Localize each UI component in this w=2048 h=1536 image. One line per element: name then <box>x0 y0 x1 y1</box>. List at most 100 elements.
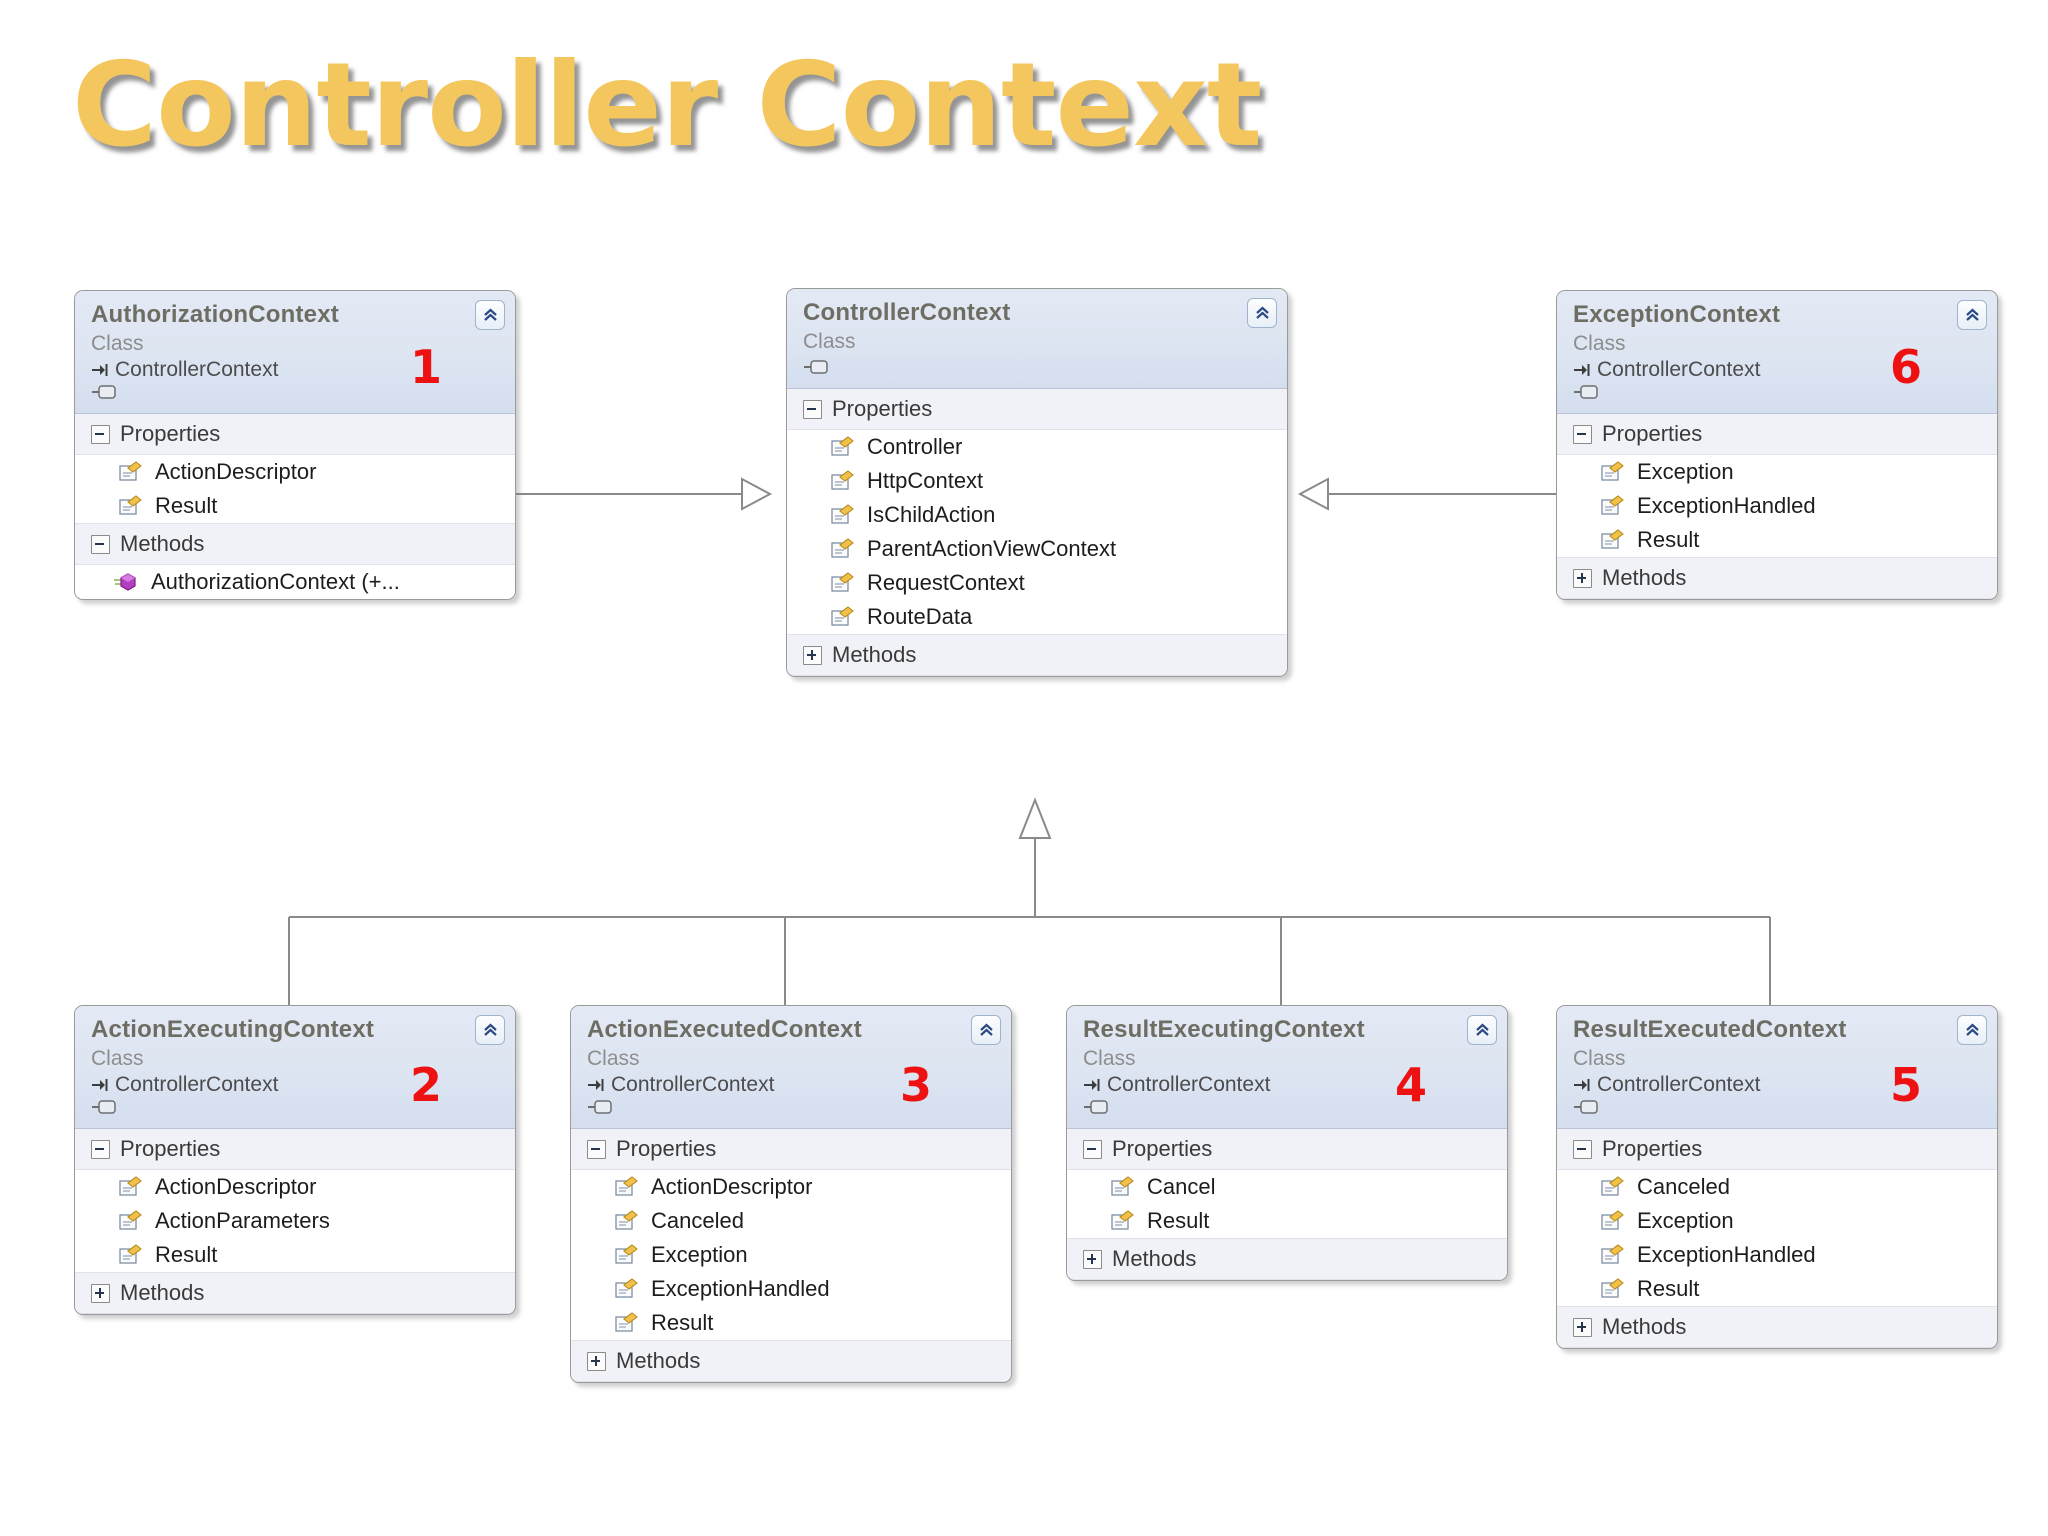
section-properties[interactable]: Properties <box>1557 1129 1997 1171</box>
property-row[interactable]: RequestContext <box>787 566 1287 601</box>
chevron-double-up-icon <box>483 308 497 321</box>
property-row[interactable]: HttpContext <box>787 464 1287 499</box>
property-name: ActionDescriptor <box>155 459 317 485</box>
property-row[interactable]: Result <box>75 489 515 524</box>
minus-box-icon[interactable] <box>91 1139 110 1159</box>
section-methods[interactable]: Methods <box>1557 1306 1997 1349</box>
chevron-double-up-icon <box>1965 1023 1979 1036</box>
minus-box-icon[interactable] <box>587 1139 606 1159</box>
property-row[interactable]: ActionDescriptor <box>571 1170 1011 1205</box>
property-name: Cancel <box>1147 1174 1216 1200</box>
minus-box-icon[interactable] <box>1083 1139 1102 1159</box>
minus-box-icon[interactable] <box>1573 1139 1592 1159</box>
property-icon <box>831 606 855 628</box>
interface-row <box>91 383 501 405</box>
property-name: Exception <box>1637 459 1734 485</box>
property-row[interactable]: Result <box>571 1306 1011 1341</box>
property-row[interactable]: ParentActionViewContext <box>787 532 1287 567</box>
plus-box-icon[interactable] <box>1573 568 1592 588</box>
property-row[interactable]: Exception <box>1557 1204 1997 1239</box>
property-row[interactable]: Result <box>1067 1204 1507 1239</box>
property-name: IsChildAction <box>867 502 996 528</box>
section-label: Methods <box>1602 565 1687 591</box>
property-row[interactable]: Result <box>1557 1272 1997 1307</box>
property-name: Exception <box>1637 1208 1734 1234</box>
property-row[interactable]: Result <box>75 1238 515 1273</box>
property-name: Canceled <box>651 1208 744 1234</box>
property-row[interactable]: Result <box>1557 523 1997 558</box>
property-row[interactable]: RouteData <box>787 600 1287 635</box>
plus-box-icon[interactable] <box>1083 1249 1102 1269</box>
section-methods[interactable]: Methods <box>1067 1238 1507 1281</box>
class-box-controller-context[interactable]: ControllerContext Class Properties Contr… <box>786 288 1288 678</box>
method-row[interactable]: AuthorizationContext (+... <box>75 565 515 600</box>
minus-box-icon[interactable] <box>91 534 110 554</box>
method-icon <box>113 572 139 592</box>
property-row[interactable]: ActionDescriptor <box>75 1170 515 1205</box>
plus-box-icon[interactable] <box>91 1283 110 1303</box>
property-row[interactable]: Canceled <box>1557 1170 1997 1205</box>
base-class-row: ControllerContext <box>1083 1073 1493 1097</box>
property-icon <box>119 1210 143 1232</box>
collapse-button[interactable] <box>1247 298 1277 328</box>
property-row[interactable]: ActionDescriptor <box>75 455 515 490</box>
section-methods[interactable]: Methods <box>571 1340 1011 1383</box>
section-label: Methods <box>1602 1314 1687 1340</box>
property-row[interactable]: ExceptionHandled <box>1557 489 1997 524</box>
class-box-action-executing-context[interactable]: ActionExecutingContext Class ControllerC… <box>74 1005 516 1316</box>
lollipop-interface-icon <box>1083 1098 1113 1116</box>
plus-box-icon[interactable] <box>1573 1317 1592 1337</box>
section-methods[interactable]: Methods <box>787 634 1287 677</box>
collapse-button[interactable] <box>1467 1015 1497 1045</box>
collapse-button[interactable] <box>1957 1015 1987 1045</box>
property-row[interactable]: Exception <box>571 1238 1011 1273</box>
section-methods[interactable]: Methods <box>1557 557 1997 600</box>
class-name: AuthorizationContext <box>91 301 339 328</box>
property-icon <box>831 538 855 560</box>
section-properties[interactable]: Properties <box>571 1129 1011 1171</box>
collapse-button[interactable] <box>475 1015 505 1045</box>
minus-box-icon[interactable] <box>91 424 110 444</box>
class-box-result-executed-context[interactable]: ResultExecutedContext Class ControllerCo… <box>1556 1005 1998 1350</box>
section-properties[interactable]: Properties <box>1557 414 1997 456</box>
chevron-double-up-icon <box>979 1023 993 1036</box>
property-row[interactable]: ExceptionHandled <box>1557 1238 1997 1273</box>
property-row[interactable]: IsChildAction <box>787 498 1287 533</box>
collapse-button[interactable] <box>1957 300 1987 330</box>
property-row[interactable]: Canceled <box>571 1204 1011 1239</box>
property-name: ActionDescriptor <box>155 1174 317 1200</box>
property-icon <box>1601 1244 1625 1266</box>
section-methods[interactable]: Methods <box>75 523 515 566</box>
plus-box-icon[interactable] <box>587 1351 606 1371</box>
index-badge-4: 4 <box>1395 1058 1428 1112</box>
property-icon <box>1111 1176 1135 1198</box>
section-properties[interactable]: Properties <box>1067 1129 1507 1171</box>
plus-box-icon[interactable] <box>803 645 822 665</box>
property-icon <box>615 1244 639 1266</box>
class-box-result-executing-context[interactable]: ResultExecutingContext Class ControllerC… <box>1066 1005 1508 1282</box>
collapse-button[interactable] <box>971 1015 1001 1045</box>
property-row[interactable]: ExceptionHandled <box>571 1272 1011 1307</box>
property-row[interactable]: Exception <box>1557 455 1997 490</box>
section-properties[interactable]: Properties <box>75 414 515 456</box>
class-box-action-executed-context[interactable]: ActionExecutedContext Class ControllerCo… <box>570 1005 1012 1384</box>
class-box-exception-context[interactable]: ExceptionContext Class ControllerContext… <box>1556 290 1998 601</box>
property-icon <box>119 461 143 483</box>
property-icon <box>1601 529 1625 551</box>
section-methods[interactable]: Methods <box>75 1272 515 1315</box>
base-class-name: ControllerContext <box>115 358 279 382</box>
class-stereotype: Class <box>1083 1047 1136 1070</box>
property-row[interactable]: Cancel <box>1067 1170 1507 1205</box>
property-row[interactable]: ActionParameters <box>75 1204 515 1239</box>
chevron-double-up-icon <box>1475 1023 1489 1036</box>
class-name: ExceptionContext <box>1573 301 1781 328</box>
section-properties[interactable]: Properties <box>75 1129 515 1171</box>
section-properties[interactable]: Properties <box>787 389 1287 431</box>
class-box-authorization-context[interactable]: AuthorizationContext Class ControllerCon… <box>74 290 516 601</box>
minus-box-icon[interactable] <box>803 399 822 419</box>
property-row[interactable]: Controller <box>787 430 1287 465</box>
minus-box-icon[interactable] <box>1573 424 1592 444</box>
property-icon <box>1111 1210 1135 1232</box>
lollipop-interface-icon <box>91 383 121 401</box>
collapse-button[interactable] <box>475 300 505 330</box>
